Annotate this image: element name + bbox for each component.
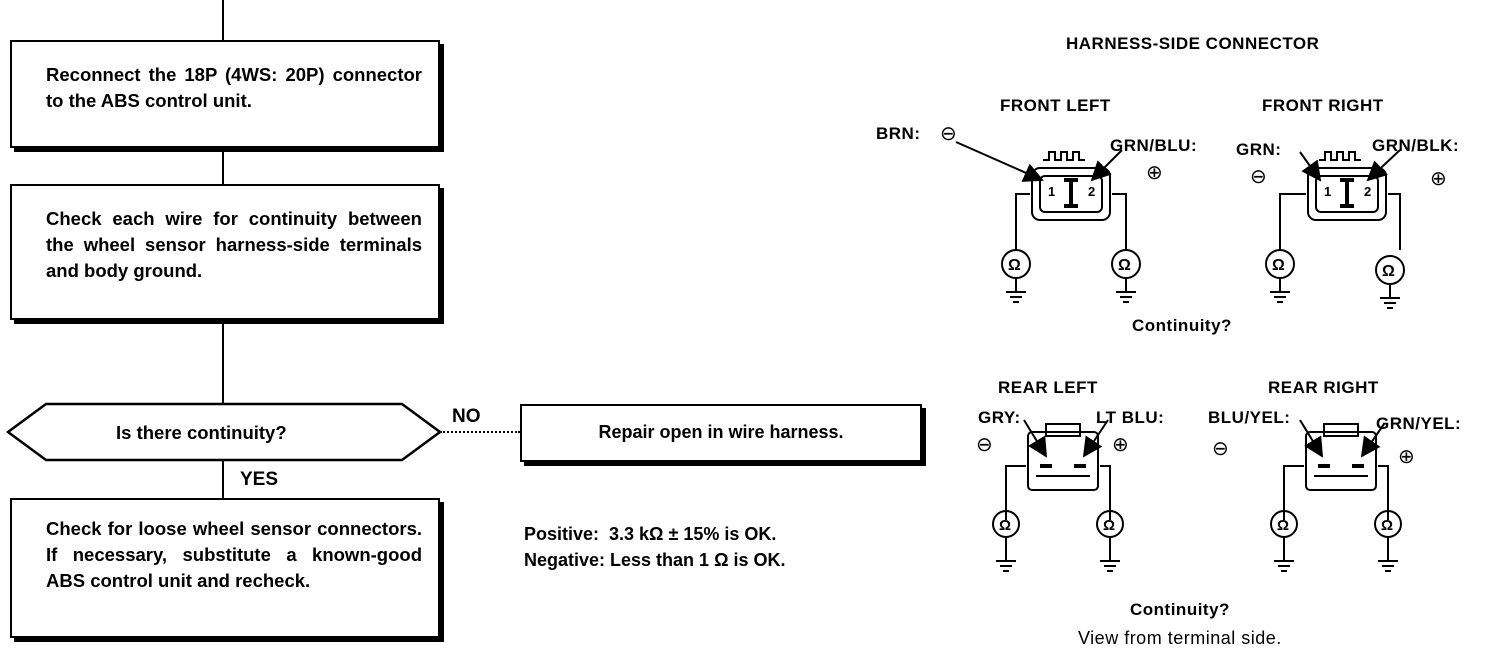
front-left-ohmmeter-pos: Ω	[1111, 249, 1141, 303]
svg-text:Ω: Ω	[1103, 517, 1115, 534]
rear-right-neg-symbol: ⊖	[1212, 438, 1230, 460]
step-check-continuity-text: Check each wire for continuity between t…	[46, 208, 422, 281]
svg-text:2: 2	[1088, 184, 1095, 199]
rear-right-pos-symbol: ⊕	[1398, 446, 1416, 468]
rear-left-ohmmeter-neg: Ω	[992, 510, 1020, 572]
rear-right-neg-wire: BLU/YEL:	[1208, 408, 1291, 427]
yes-label: YES	[240, 469, 279, 490]
view-note: View from terminal side.	[1078, 628, 1282, 648]
svg-text:Ω: Ω	[1381, 517, 1393, 534]
flow-connector-1	[222, 150, 224, 184]
flow-connector-yes	[222, 460, 224, 498]
front-right-pos-symbol: ⊕	[1430, 168, 1448, 190]
front-left-neg-symbol: ⊖	[940, 123, 958, 145]
svg-text:1: 1	[1324, 184, 1331, 199]
repair-harness-text: Repair open in wire harness.	[598, 422, 844, 442]
front-left-title: FRONT LEFT	[1000, 96, 1111, 115]
svg-text:2: 2	[1364, 184, 1371, 199]
svg-text:1: 1	[1048, 184, 1055, 199]
flow-connector-top	[222, 0, 224, 40]
rear-right-ohmmeter-pos: Ω	[1374, 510, 1402, 572]
front-left-pos-wire: GRN/BLU:	[1110, 136, 1198, 155]
rear-right-connector	[1283, 419, 1389, 520]
svg-text:Ω: Ω	[999, 517, 1011, 534]
rear-right-pos-wire: GRN/YEL:	[1376, 414, 1462, 433]
front-right-ohmmeter-pos: Ω	[1375, 255, 1405, 309]
spec-positive: Positive: 3.3 kΩ ± 15% is OK.	[524, 524, 777, 544]
rear-left-pos-symbol: ⊕	[1112, 434, 1130, 456]
step-reconnect-box: Reconnect the 18P (4WS: 20P) connector t…	[10, 40, 440, 148]
front-left-ohmmeter-neg: Ω	[1001, 249, 1031, 303]
svg-text:Ω: Ω	[1272, 257, 1285, 274]
front-continuity-label: Continuity?	[1132, 316, 1232, 335]
rear-left-neg-wire: GRY:	[978, 408, 1021, 427]
front-right-pos-wire: GRN/BLK:	[1372, 136, 1460, 155]
svg-text:Ω: Ω	[1118, 257, 1131, 274]
rear-left-title: REAR LEFT	[998, 378, 1098, 397]
svg-text:Ω: Ω	[1382, 263, 1395, 280]
front-left-pos-symbol: ⊕	[1146, 162, 1164, 184]
svg-text:Ω: Ω	[1277, 517, 1289, 534]
rear-left-pos-wire: LT BLU:	[1096, 408, 1165, 427]
rear-continuity-label: Continuity?	[1130, 600, 1230, 619]
no-label: NO	[452, 406, 481, 427]
spec-negative: Negative: Less than 1 Ω is OK.	[524, 550, 786, 570]
step-reconnect-text: Reconnect the 18P (4WS: 20P) connector t…	[46, 64, 422, 111]
step-check-continuity-box: Check each wire for continuity between t…	[10, 184, 440, 320]
front-right-connector: 1 2	[1279, 149, 1401, 250]
repair-harness-box: Repair open in wire harness.	[520, 404, 922, 462]
rear-right-ohmmeter-neg: Ω	[1270, 510, 1298, 572]
connector-wiring-drawing: 1 2 Ω Ω 1 2	[955, 141, 1405, 572]
rear-right-title: REAR RIGHT	[1268, 378, 1379, 397]
front-left-neg-wire: BRN:	[876, 124, 921, 143]
step-substitute-box: Check for loose wheel sensor connectors.…	[10, 498, 440, 638]
front-right-title: FRONT RIGHT	[1262, 96, 1384, 115]
flow-connector-2	[222, 322, 224, 404]
no-branch-line	[440, 431, 520, 433]
front-left-connector: 1 2	[955, 141, 1127, 250]
step-substitute-text: Check for loose wheel sensor connectors.…	[46, 518, 422, 591]
diagram-title: HARNESS-SIDE CONNECTOR	[1066, 34, 1320, 53]
front-right-neg-wire: GRN:	[1236, 140, 1282, 159]
rear-left-neg-symbol: ⊖	[976, 434, 994, 456]
svg-text:Ω: Ω	[1008, 257, 1021, 274]
rear-left-ohmmeter-pos: Ω	[1096, 510, 1124, 572]
decision-question: Is there continuity?	[116, 422, 287, 443]
rear-left-connector	[1005, 419, 1111, 520]
front-right-ohmmeter-neg: Ω	[1265, 249, 1295, 303]
front-right-neg-symbol: ⊖	[1250, 166, 1268, 188]
